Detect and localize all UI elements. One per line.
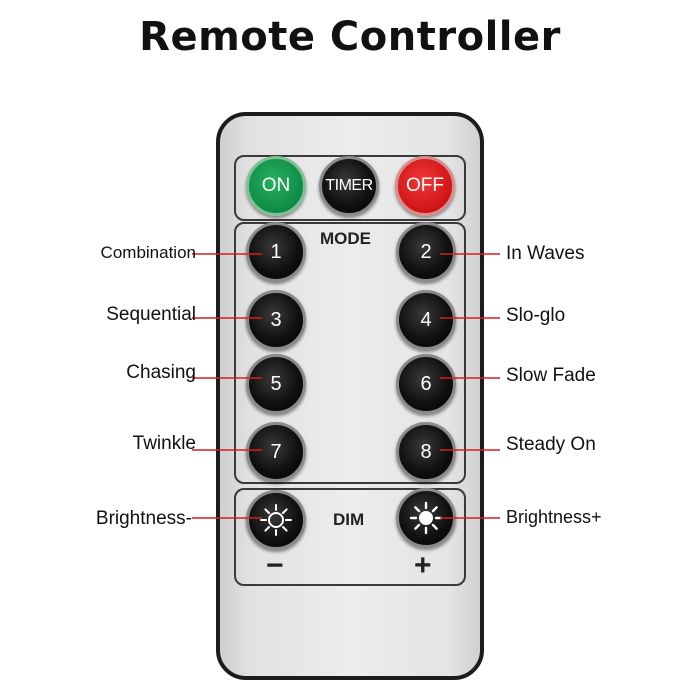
mode-button-5-label: 5 — [270, 372, 282, 395]
mode-panel — [234, 222, 466, 484]
callout-slo-glo: Slo-glo — [506, 305, 566, 326]
minus-sign: − — [266, 549, 284, 582]
timer-label: TIMER — [325, 177, 373, 194]
off-button[interactable]: OFF — [395, 156, 455, 216]
callout-slow-fade: Slow Fade — [506, 365, 596, 386]
mode-button-1-label: 1 — [270, 240, 282, 263]
mode-button-7[interactable]: 7 — [246, 422, 306, 482]
callout-steady-on: Steady On — [506, 434, 596, 455]
callout-brightness-plus: Brightness+ — [506, 507, 602, 527]
mode-button-8-label: 8 — [420, 440, 432, 463]
dim-panel — [234, 488, 466, 586]
mode-button-2[interactable]: 2 — [396, 222, 456, 282]
mode-button-6[interactable]: 6 — [396, 354, 456, 414]
callout-sequential: Sequential — [106, 304, 196, 325]
mode-button-7-label: 7 — [270, 440, 282, 463]
callout-twinkle: Twinkle — [132, 433, 196, 454]
mode-button-5[interactable]: 5 — [246, 354, 306, 414]
dim-label: DIM — [333, 510, 365, 529]
callout-combination: Combination — [100, 243, 196, 262]
off-label: OFF — [406, 175, 444, 196]
diagram-title: Remote Controller — [139, 14, 561, 60]
mode-button-6-label: 6 — [420, 372, 432, 395]
brightness-down-button[interactable] — [246, 490, 306, 550]
mode-button-3-label: 3 — [270, 308, 282, 331]
mode-button-4[interactable]: 4 — [396, 290, 456, 350]
timer-button[interactable]: TIMER — [319, 156, 379, 216]
mode-button-2-label: 2 — [420, 240, 432, 263]
sun-outline-icon — [260, 504, 292, 536]
on-label: ON — [261, 175, 291, 196]
callout-in-waves: In Waves — [506, 243, 585, 264]
mode-label: MODE — [320, 229, 371, 248]
callout-chasing: Chasing — [126, 362, 196, 383]
plus-sign: + — [414, 549, 432, 582]
mode-button-8[interactable]: 8 — [396, 422, 456, 482]
callout-brightness-minus: Brightness- — [95, 508, 192, 529]
brightness-up-button[interactable] — [396, 488, 456, 548]
on-button[interactable]: ON — [246, 156, 306, 216]
mode-button-1[interactable]: 1 — [246, 222, 306, 282]
mode-button-3[interactable]: 3 — [246, 290, 306, 350]
mode-button-4-label: 4 — [420, 308, 432, 331]
